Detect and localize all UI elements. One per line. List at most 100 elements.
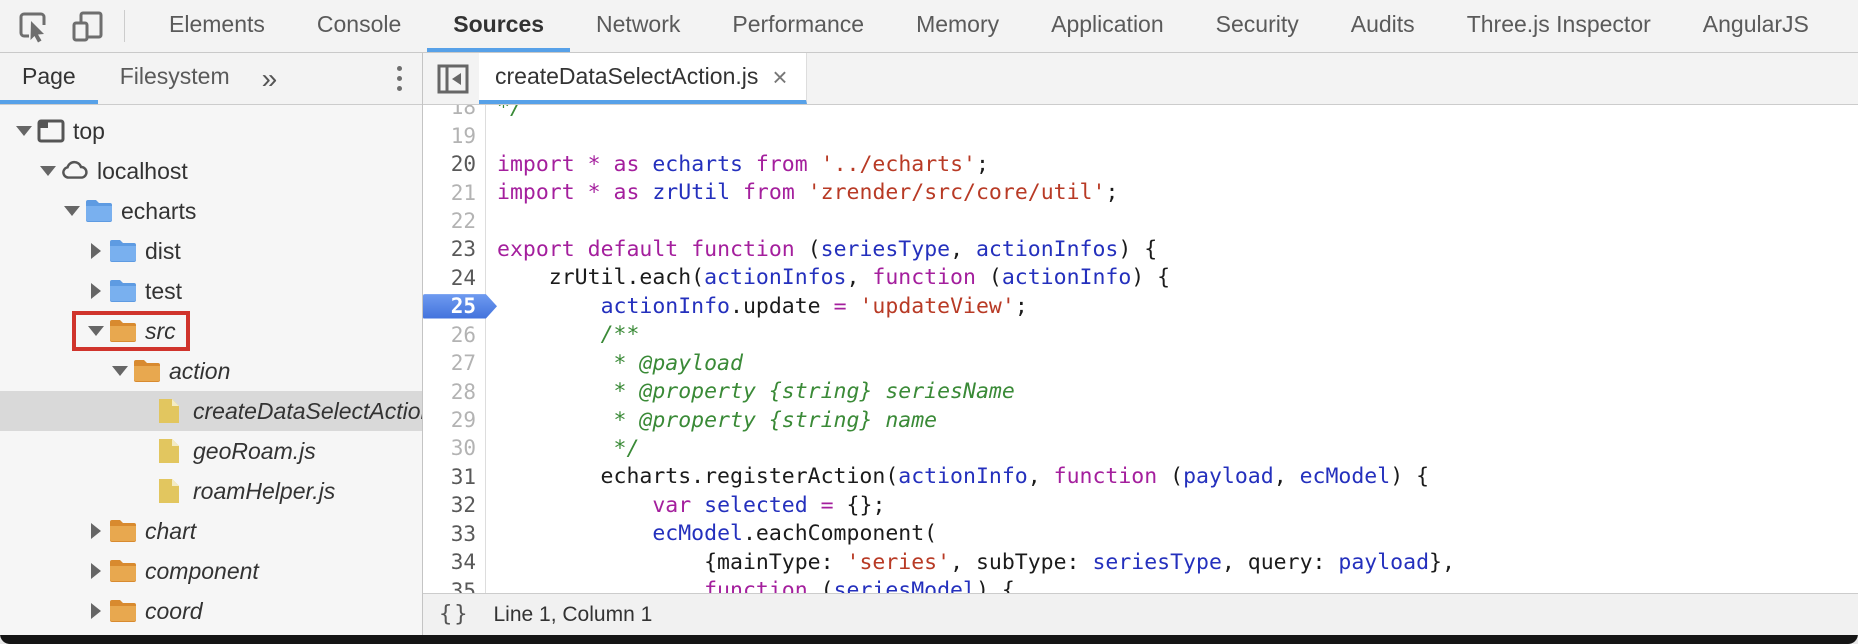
code-line-33: 33 ecModel.eachComponent( <box>423 520 1858 548</box>
toolbar-icons <box>0 0 143 52</box>
main-tab-security[interactable]: Security <box>1190 0 1325 52</box>
disclosure-down-icon[interactable] <box>61 206 83 216</box>
disclosure-right-icon[interactable] <box>85 603 107 619</box>
more-tabs-chevron[interactable]: » <box>252 53 288 104</box>
main-tab-application[interactable]: Application <box>1025 0 1190 52</box>
navigator-tab-page[interactable]: Page <box>0 53 98 104</box>
navigator-tab-filesystem[interactable]: Filesystem <box>98 53 252 104</box>
pretty-print-icon[interactable]: {} <box>439 602 470 627</box>
disclosure-right-icon[interactable] <box>85 523 107 539</box>
line-number[interactable]: 19 <box>423 121 486 149</box>
code-editor[interactable]: 18*/1920import * as echarts from '../ech… <box>423 105 1858 593</box>
tree-item-coord[interactable]: coord <box>0 591 422 631</box>
tree-item-label: dist <box>145 238 181 265</box>
tree-item-top[interactable]: top <box>0 111 422 151</box>
code-line-21: 21import * as zrUtil from 'zrender/src/c… <box>423 178 1858 206</box>
tree-item-src[interactable]: src <box>0 311 422 351</box>
line-number[interactable]: 24 <box>423 264 486 292</box>
code-line-content: * @property {string} seriesName <box>486 379 1015 404</box>
code-line-23: 23export default function (seriesType, a… <box>423 235 1858 263</box>
close-icon[interactable]: × <box>770 64 789 90</box>
main-tab-audits[interactable]: Audits <box>1325 0 1441 52</box>
device-toolbar-icon[interactable] <box>68 6 108 46</box>
file-icon <box>157 398 185 424</box>
code-line-content: {mainType: 'series', subType: seriesType… <box>486 550 1455 575</box>
toolbar-separator <box>124 10 125 42</box>
main-tab-elements[interactable]: Elements <box>143 0 291 52</box>
line-number[interactable]: 33 <box>423 520 486 548</box>
code-line-content: echarts.registerAction(actionInfo, funct… <box>486 464 1429 489</box>
vertical-dots-icon[interactable] <box>377 53 422 104</box>
tree-item-localhost[interactable]: localhost <box>0 151 422 191</box>
main-toolbar: ElementsConsoleSourcesNetworkPerformance… <box>0 0 1858 53</box>
window-bottom-edge <box>0 635 1858 644</box>
tree-item-chart[interactable]: chart <box>0 511 422 551</box>
line-number[interactable]: 35 <box>423 576 486 593</box>
main-tab-three-js-inspector[interactable]: Three.js Inspector <box>1441 0 1677 52</box>
line-number[interactable]: 26 <box>423 321 486 349</box>
line-number[interactable]: 20 <box>423 150 486 178</box>
tree-item-roamhelper-js[interactable]: roamHelper.js <box>0 471 422 511</box>
editor-status-bar: {} Line 1, Column 1 <box>423 593 1858 635</box>
editor-tab-bar: createDataSelectAction.js × <box>423 53 1858 105</box>
code-line-22: 22 <box>423 207 1858 235</box>
line-number[interactable]: 31 <box>423 463 486 491</box>
disclosure-down-icon[interactable] <box>109 366 131 376</box>
tree-item-action[interactable]: action <box>0 351 422 391</box>
line-number[interactable]: 23 <box>423 235 486 263</box>
code-line-content: actionInfo.update = 'updateView'; <box>486 294 1028 319</box>
main-tab-console[interactable]: Console <box>291 0 427 52</box>
code-line-34: 34 {mainType: 'series', subType: seriesT… <box>423 548 1858 576</box>
main-tab-network[interactable]: Network <box>570 0 706 52</box>
disclosure-down-icon[interactable] <box>85 326 107 336</box>
tree-item-label: createDataSelectAction.js <box>193 398 422 425</box>
line-number[interactable]: 28 <box>423 377 486 405</box>
line-number[interactable]: 34 <box>423 548 486 576</box>
main-tab-memory[interactable]: Memory <box>890 0 1025 52</box>
editor-tab-createDataSelectAction[interactable]: createDataSelectAction.js × <box>479 53 807 104</box>
inspect-icon[interactable] <box>14 6 54 46</box>
line-number[interactable]: 29 <box>423 406 486 434</box>
folder-orange-icon <box>109 558 137 584</box>
code-line-19: 19 <box>423 121 1858 149</box>
folder-blue-icon <box>109 238 137 264</box>
code-line-29: 29 * @property {string} name <box>423 406 1858 434</box>
code-line-27: 27 * @payload <box>423 349 1858 377</box>
code-line-content: */ <box>486 436 639 461</box>
disclosure-right-icon[interactable] <box>85 563 107 579</box>
code-line-content: zrUtil.each(actionInfos, function (actio… <box>486 265 1170 290</box>
line-number[interactable]: 27 <box>423 349 486 377</box>
line-number[interactable]: 18 <box>423 105 486 121</box>
disclosure-down-icon[interactable] <box>37 166 59 176</box>
disclosure-down-icon[interactable] <box>13 126 35 136</box>
tree-item-georoam-js[interactable]: geoRoam.js <box>0 431 422 471</box>
navigator-tab-bar: PageFilesystem » <box>0 53 422 105</box>
folder-orange-icon <box>109 518 137 544</box>
tree-item-label: src <box>145 318 176 345</box>
code-line-26: 26 /** <box>423 321 1858 349</box>
tree-item-echarts[interactable]: echarts <box>0 191 422 231</box>
line-number[interactable]: 21 <box>423 178 486 206</box>
navigator-tabs: PageFilesystem <box>0 53 252 104</box>
main-tab-performance[interactable]: Performance <box>706 0 890 52</box>
tree-item-dist[interactable]: dist <box>0 231 422 271</box>
line-number[interactable]: 22 <box>423 207 486 235</box>
tree-item-createdataselectaction-js[interactable]: createDataSelectAction.js <box>0 391 422 431</box>
code-line-24: 24 zrUtil.each(actionInfos, function (ac… <box>423 264 1858 292</box>
main-tab-angularjs[interactable]: AngularJS <box>1677 0 1835 52</box>
line-number[interactable]: 32 <box>423 491 486 519</box>
tree-item-test[interactable]: test <box>0 271 422 311</box>
disclosure-right-icon[interactable] <box>85 243 107 259</box>
line-number[interactable]: 30 <box>423 434 486 462</box>
folder-orange-icon <box>109 598 137 624</box>
code-line-35: 35 function (seriesModel) { <box>423 576 1858 593</box>
current-line-marker[interactable]: 25 <box>423 292 486 320</box>
tree-item-label: coord <box>145 598 203 625</box>
tree-item-component[interactable]: component <box>0 551 422 591</box>
disclosure-right-icon[interactable] <box>85 283 107 299</box>
main-tab-sources[interactable]: Sources <box>427 0 570 52</box>
code-line-content: import * as zrUtil from 'zrender/src/cor… <box>486 180 1118 205</box>
code-line-30: 30 */ <box>423 434 1858 462</box>
collapse-sidebar-icon[interactable] <box>423 53 479 104</box>
